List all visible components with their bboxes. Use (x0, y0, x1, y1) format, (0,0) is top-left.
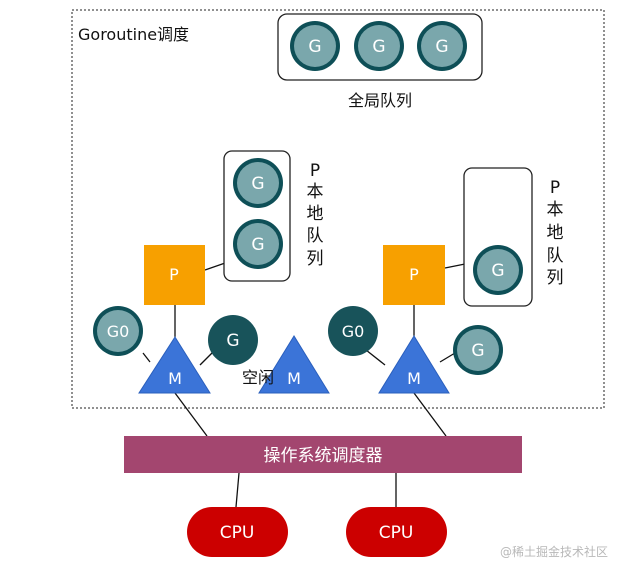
cpu-right (346, 507, 447, 557)
p-left-local-goroutine: G (233, 219, 283, 269)
machine-right (378, 335, 450, 394)
cpu-right-label: CPU (379, 523, 414, 543)
svg-text:本: 本 (307, 182, 324, 202)
connector-lines (142, 261, 466, 508)
g-right-to-m-line (439, 352, 456, 363)
svg-text:列: 列 (547, 268, 564, 288)
svg-text:G0: G0 (342, 322, 365, 341)
svg-text:列: 列 (307, 249, 324, 269)
diagram-title: Goroutine调度 (78, 25, 189, 44)
p-right-local-queue-label: P 本 地 队 列 (547, 178, 564, 288)
m-right-to-os-line (413, 392, 447, 437)
p-left-local-queue-label: P 本 地 队 列 (307, 161, 324, 269)
machine-idle-label: M (287, 369, 301, 388)
m-left-side-goroutine: G (208, 315, 258, 365)
svg-text:G: G (308, 37, 321, 57)
processor-right (383, 245, 445, 305)
os-to-cpu-left-line (235, 472, 240, 508)
os-scheduler-label: 操作系统调度器 (264, 446, 383, 466)
svg-text:G: G (226, 331, 239, 351)
scheduler-boundary (71, 9, 605, 409)
m-right-side-goroutine: G (453, 325, 503, 375)
cpu-left (187, 507, 288, 557)
watermark: @稀土掘金技术社区 (500, 544, 608, 559)
svg-text:G: G (251, 174, 264, 194)
processor-right-label: P (409, 265, 419, 284)
machine-left-label: M (168, 369, 182, 388)
m-left-g0: G0 (93, 306, 143, 356)
svg-text:G: G (491, 261, 504, 281)
svg-text:队: 队 (307, 226, 324, 246)
processor-left (144, 245, 205, 305)
idle-label: 空闲 (242, 368, 274, 387)
g0-left-to-m-line (142, 352, 151, 363)
p-left-local-goroutine: G (233, 158, 283, 208)
svg-text:G0: G0 (107, 322, 130, 341)
cpu-left-label: CPU (220, 523, 255, 543)
os-scheduler-bar (124, 436, 522, 473)
p-right-to-queue-line (444, 263, 466, 269)
global-queue-goroutine: G (354, 21, 404, 71)
svg-text:地: 地 (547, 223, 564, 243)
machine-idle (258, 335, 330, 394)
global-queue-goroutine: G (417, 21, 467, 71)
global-queue-label: 全局队列 (348, 91, 412, 110)
g-left-to-m-line (199, 351, 214, 366)
m-right-g0: G0 (328, 306, 378, 356)
m-left-to-os-line (174, 392, 208, 437)
svg-text:P: P (550, 178, 560, 198)
svg-text:地: 地 (307, 204, 324, 224)
svg-text:队: 队 (547, 246, 564, 266)
p-right-local-goroutine: G (473, 245, 523, 295)
processor-left-label: P (169, 265, 179, 284)
svg-text:P: P (310, 161, 320, 181)
svg-text:G: G (251, 235, 264, 255)
svg-text:G: G (372, 37, 385, 57)
svg-text:本: 本 (547, 200, 564, 220)
g0-right-to-m-line (365, 349, 386, 366)
machine-left (138, 336, 211, 394)
global-queue-goroutine: G (290, 21, 340, 71)
machine-right-label: M (407, 369, 421, 388)
svg-text:G: G (435, 37, 448, 57)
svg-text:G: G (471, 341, 484, 361)
